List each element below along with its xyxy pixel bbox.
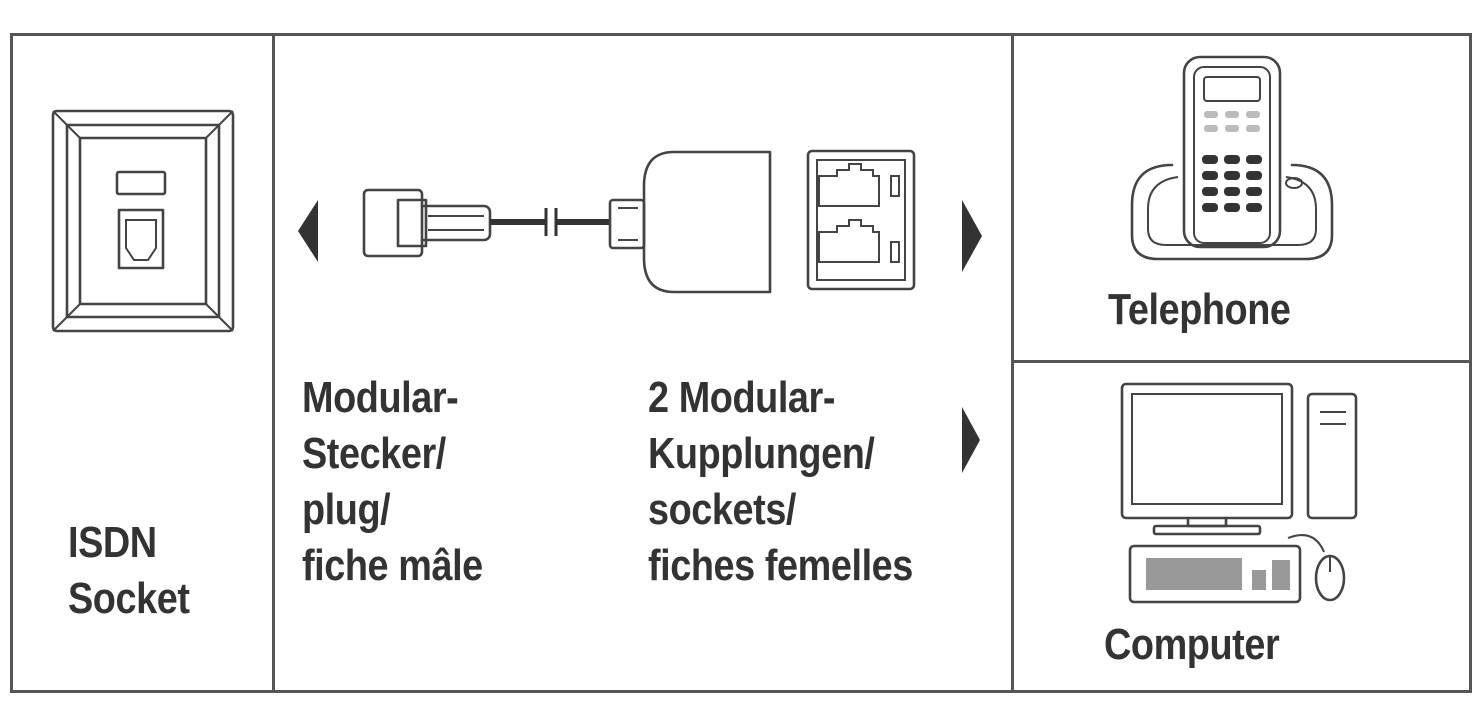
isdn-socket-label: ISDN Socket [68, 515, 190, 627]
isdn-socket-icon [51, 109, 235, 333]
sockets-label-line4: fiches femelles [648, 541, 913, 590]
plug-label-line1: Modular- [302, 373, 459, 422]
telephone-label: Telephone [1108, 285, 1291, 334]
isdn-socket-label-line1: ISDN [68, 518, 157, 567]
plug-label: Modular- Stecker/ plug/ fiche mâle [302, 370, 483, 594]
computer-icon [1120, 382, 1358, 604]
double-socket-icon [806, 149, 916, 291]
plug-label-line3: plug/ [302, 485, 391, 534]
arrow-right-icon [962, 200, 982, 272]
sockets-label-line3: sockets/ [648, 485, 797, 534]
computer-label: Computer [1104, 620, 1280, 669]
telephone-icon [1130, 55, 1334, 261]
sockets-label: 2 Modular- Kupplungen/ sockets/ fiches f… [648, 370, 913, 594]
isdn-socket-label-line2: Socket [68, 574, 190, 623]
divider-left [272, 33, 275, 693]
modular-plug-adapter-icon [362, 150, 772, 294]
arrow-right-icon [962, 407, 980, 473]
sockets-label-line1: 2 Modular- [648, 373, 836, 422]
divider-right [1011, 33, 1014, 693]
plug-label-line4: fiche mâle [302, 541, 483, 590]
plug-label-line2: Stecker/ [302, 429, 446, 478]
arrow-left-icon [298, 200, 318, 262]
diagram-frame [10, 33, 1472, 693]
divider-horizontal [1013, 360, 1472, 363]
sockets-label-line2: Kupplungen/ [648, 429, 875, 478]
